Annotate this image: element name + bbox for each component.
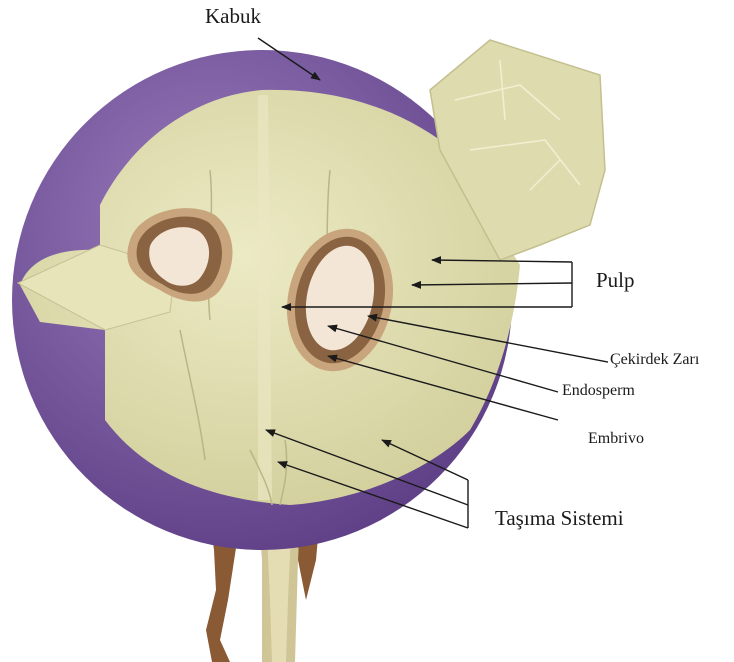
label-shell: Kabuk (205, 6, 261, 27)
label-pulp: Pulp (596, 270, 635, 291)
label-endosperm: Endosperm (562, 383, 635, 399)
label-seed-coat: Çekirdek Zarı (610, 352, 699, 368)
label-vascular-system: Taşıma Sistemi (495, 508, 624, 529)
label-embryo: Embrivo (588, 431, 644, 447)
